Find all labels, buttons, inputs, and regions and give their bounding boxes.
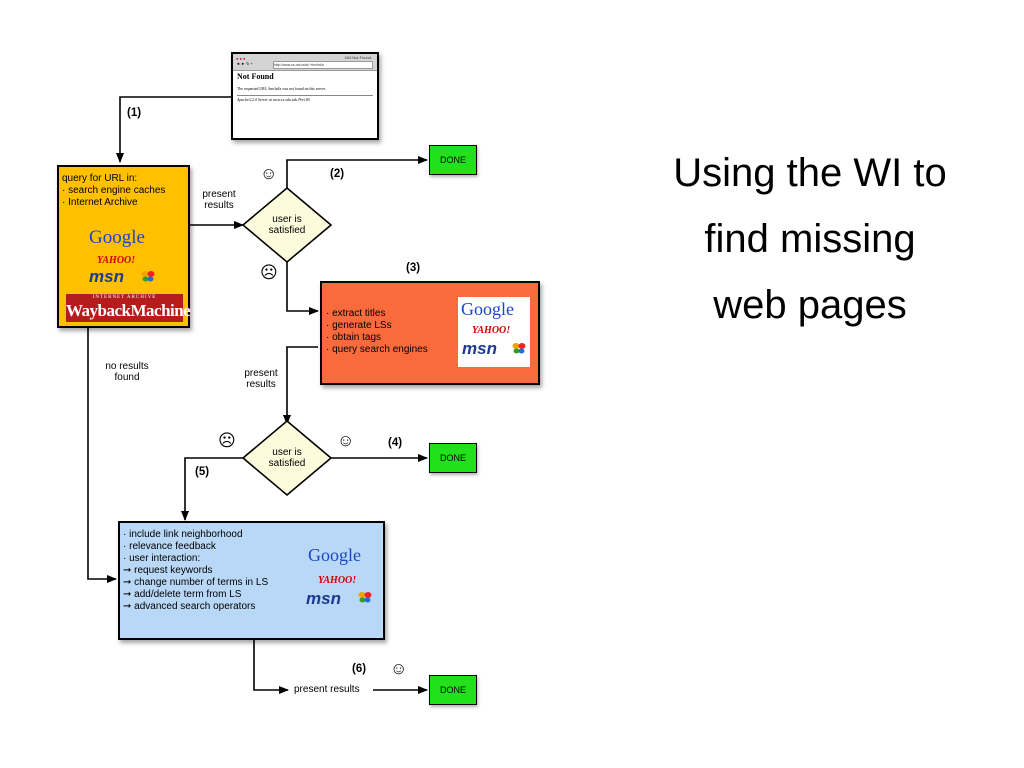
browser-window-title: 404 Not Found [344, 55, 371, 60]
google-logo: Google [308, 545, 361, 566]
browser-url-field: http://www.cs.odu.edu/~fmchd/a [273, 61, 373, 69]
happy-face-icon: ☺ [390, 659, 408, 678]
browser-titlebar: ● ● ● 404 Not Found ◄ ► ↻ + http://www.c… [233, 54, 377, 71]
present-results-label-1: present results [196, 189, 242, 211]
present-results-label-3: present results [292, 684, 362, 696]
yahoo-logo: YAHOO! [318, 575, 357, 586]
msn-butterfly-icon [141, 271, 155, 282]
wayback-main-text: WaybackMachine [66, 301, 191, 320]
browser-not-found-window: ● ● ● 404 Not Found ◄ ► ↻ + http://www.c… [231, 52, 379, 140]
decision-diamond-2 [241, 419, 333, 497]
browser-heading: Not Found [237, 72, 274, 81]
arrow-decision2-to-blue [181, 457, 243, 521]
orange-line: · query search engines [326, 344, 428, 355]
step-2-label: (2) [330, 168, 345, 180]
msn-logo: msn [462, 339, 497, 359]
yahoo-logo: YAHOO! [472, 325, 511, 336]
present-results-line: results [204, 200, 234, 211]
present-results-line: results [246, 379, 276, 390]
happy-face-icon: ☺ [260, 164, 278, 183]
present-results-line: present [202, 189, 236, 200]
browser-footer: Apache/2.2.0 Server at www.cs.odu.edu Po… [237, 98, 310, 102]
no-results-line: found [114, 372, 140, 383]
arrow-query-to-blue [87, 328, 117, 583]
decision-line: user is [272, 214, 302, 225]
step-5-label: (5) [195, 466, 210, 478]
happy-face-icon: ☺ [337, 431, 355, 450]
browser-message: The requested URL /fmchd/a was not found… [237, 87, 326, 91]
orange-line: · extract titles [326, 308, 386, 319]
google-logo-text: Google [461, 299, 514, 319]
wayback-machine-logo: INTERNET ARCHIVE WaybackMachine [66, 294, 191, 322]
query-line: · Internet Archive [62, 197, 138, 208]
blue-line: ➞ request keywords [123, 565, 213, 576]
blue-line: · include link neighborhood [123, 529, 243, 540]
arrow-decision1-to-orange [286, 262, 319, 315]
arrow-orange-to-decision2 [283, 346, 318, 425]
query-box-text: query for URL in: · search engine caches… [62, 173, 165, 209]
window-controls-icon: ● ● ● [236, 56, 246, 61]
query-line: query for URL in: [62, 173, 138, 184]
blue-line: ➞ add/delete term from LS [123, 589, 242, 600]
browser-divider [237, 95, 373, 96]
msn-butterfly-icon [512, 343, 526, 354]
arrow-blue-to-present [253, 640, 289, 694]
orange-box-text: · extract titles · generate LSs · obtain… [326, 308, 428, 356]
msn-logo-text: msn [462, 339, 497, 358]
google-logo: Google [461, 299, 514, 320]
blue-line: · user interaction: [123, 553, 201, 564]
msn-logo-text: msn [306, 589, 341, 608]
present-results-line: present [244, 368, 278, 379]
decision-1-text: user is satisfied [255, 214, 319, 236]
wayback-sup-text: INTERNET ARCHIVE [92, 295, 157, 300]
title-extraction-box: · extract titles · generate LSs · obtain… [320, 281, 540, 385]
browser-nav-buttons: ◄ ► ↻ + [236, 61, 253, 66]
decision-line: satisfied [268, 458, 306, 469]
done-box-2: DONE [429, 443, 477, 473]
msn-logo: msn [89, 267, 124, 287]
arrow-browser-to-query [116, 96, 231, 163]
yahoo-logo: YAHOO! [97, 255, 136, 266]
msn-logo-text: msn [89, 267, 124, 286]
present-results-label-2: present results [238, 368, 284, 390]
decision-diamond-1 [241, 186, 333, 264]
step-6-label: (6) [352, 663, 367, 675]
arrow-decision1-to-done1 [286, 156, 428, 188]
step-1-label: (1) [127, 107, 142, 119]
msn-butterfly-icon [358, 592, 372, 603]
sad-face-icon: ☹ [218, 431, 236, 450]
orange-logos-panel: Google YAHOO! msn [458, 297, 530, 367]
google-logo-text: Google [308, 545, 361, 565]
blue-line: ➞ advanced search operators [123, 601, 256, 612]
decision-2-text: user is satisfied [255, 447, 319, 469]
orange-line: · obtain tags [326, 332, 382, 343]
no-results-line: no results [105, 361, 149, 372]
google-logo: Google [89, 227, 145, 249]
decision-line: user is [272, 447, 302, 458]
blue-line: · relevance feedback [123, 541, 216, 552]
sad-face-icon: ☹ [260, 263, 278, 282]
slide-title-line: Using the WI to [673, 151, 947, 195]
blue-line: ➞ change number of terms in LS [123, 577, 269, 588]
slide-title-line: web pages [713, 283, 907, 327]
step-4-label: (4) [388, 437, 403, 449]
query-box: query for URL in: · search engine caches… [57, 165, 191, 328]
no-results-found-label: no results found [96, 361, 158, 383]
slide-title-line: find missing [704, 217, 916, 261]
msn-logo: msn [306, 589, 341, 609]
orange-line: · generate LSs [326, 320, 392, 331]
blue-box-text: · include link neighborhood · relevance … [123, 529, 268, 613]
query-line: · search engine caches [62, 185, 166, 196]
slide-title: Using the WI to find missing web pages [620, 140, 1000, 338]
done-box-3: DONE [429, 675, 477, 705]
decision-line: satisfied [268, 225, 306, 236]
step-3-label: (3) [406, 262, 421, 274]
user-interaction-box: · include link neighborhood · relevance … [118, 521, 385, 640]
google-logo-text: Google [89, 227, 145, 248]
done-box-1: DONE [429, 145, 477, 175]
